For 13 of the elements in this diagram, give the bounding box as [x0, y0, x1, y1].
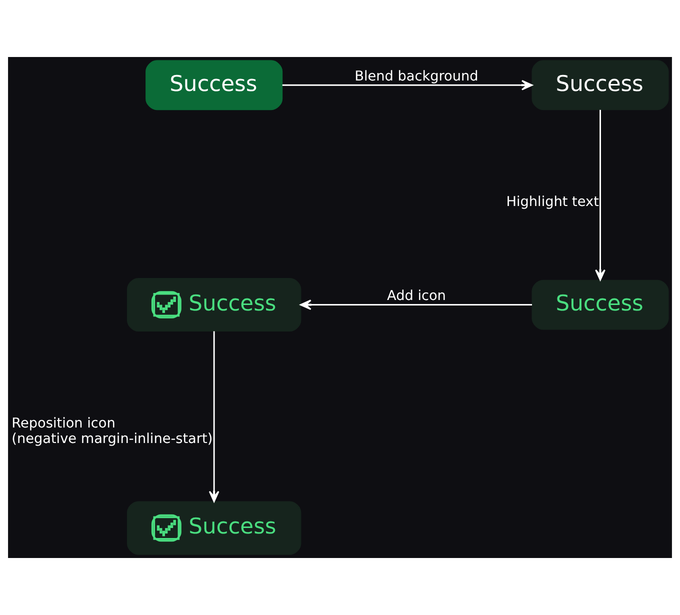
edge-label: Blend background [354, 68, 478, 85]
edge-label: Reposition icon (negative margin-inline-start) [12, 415, 213, 447]
arrow [208, 331, 220, 502]
arrow [595, 110, 606, 281]
edge-label: Add icon [387, 288, 446, 304]
edge-label: Highlight text [506, 194, 599, 210]
arrow [282, 80, 533, 90]
node-box: Success [126, 278, 302, 332]
arrow [300, 300, 532, 310]
node-box: Success [126, 501, 302, 555]
node-box: Success [532, 60, 669, 110]
node-box: Success [532, 280, 669, 330]
node-box: Success [146, 60, 283, 110]
